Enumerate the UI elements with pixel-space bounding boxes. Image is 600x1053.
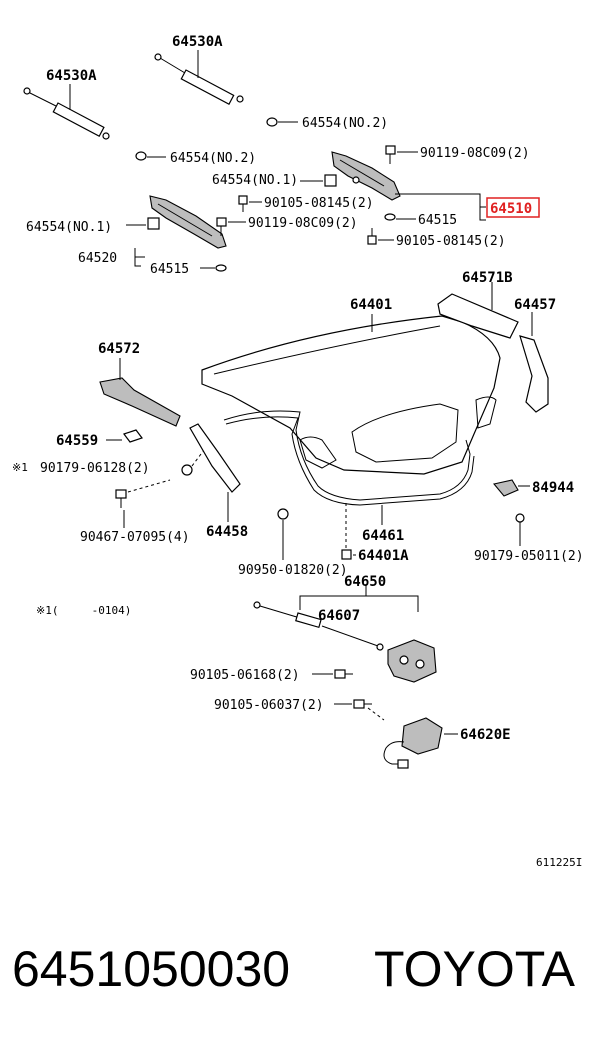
label-64650: 64650: [344, 574, 386, 590]
hinge-right[interactable]: [331, 151, 401, 201]
switch-84944[interactable]: [492, 479, 519, 497]
footer: 6451050030 TOYOTA: [0, 930, 600, 1020]
part-number: 6451050030: [12, 941, 291, 997]
drawing-id: 611225I: [536, 856, 582, 869]
release-cable-64607[interactable]: [253, 601, 384, 651]
note-mark-1: ※1: [12, 461, 28, 474]
brand-name: TOYOTA: [374, 941, 575, 997]
bumper-stop-no2-b[interactable]: [135, 151, 147, 161]
label-90119-b: 90119-08C09(2): [248, 216, 358, 231]
trim-64571B[interactable]: [437, 293, 519, 339]
label-84944: 84944: [532, 480, 574, 496]
trunk-lid[interactable]: [201, 315, 501, 475]
nut-90179-06128[interactable]: [181, 464, 193, 476]
bolt-90119-left[interactable]: [216, 217, 227, 236]
gas-strut-top[interactable]: [154, 53, 244, 105]
nut-64515-left[interactable]: [215, 264, 227, 272]
label-64554-no1-b: 64554(NO.1): [26, 220, 112, 235]
label-64510[interactable]: 64510: [490, 201, 532, 217]
label-64572: 64572: [98, 341, 140, 357]
label-90179-05011: 90179-05011(2): [474, 549, 584, 564]
label-64607: 64607: [318, 608, 360, 624]
trim-64458[interactable]: [189, 423, 241, 493]
bumper-stop-no1-a[interactable]: [324, 174, 337, 187]
trim-64457[interactable]: [519, 335, 549, 413]
label-90179-06128: 90179-06128(2): [40, 461, 150, 476]
clip-90950[interactable]: [277, 508, 289, 520]
label-64554-no2-b: 64554(NO.2): [170, 151, 256, 166]
label-64530A-top: 64530A: [172, 34, 223, 50]
label-90119-a: 90119-08C09(2): [420, 146, 530, 161]
clip-90467[interactable]: [115, 489, 127, 508]
note-validity: ※1( -0104): [36, 604, 131, 617]
label-64401A: 64401A: [358, 548, 409, 564]
cushion-64401A[interactable]: [341, 549, 352, 560]
label-64554-no1-a: 64554(NO.1): [212, 173, 298, 188]
bumper-stop-no2-a[interactable]: [266, 117, 278, 127]
bumper-stop-no1-b[interactable]: [147, 217, 160, 230]
nut-90179-05011[interactable]: [515, 513, 525, 523]
label-64458: 64458: [206, 524, 248, 540]
nut-64515-right[interactable]: [384, 213, 396, 221]
label-64461: 64461: [362, 528, 404, 544]
bolt-90105-06168[interactable]: [334, 669, 353, 679]
gas-strut-left[interactable]: [23, 87, 110, 140]
label-64554-no2-a: 64554(NO.2): [302, 116, 388, 131]
label-90105-06037: 90105-06037(2): [214, 698, 324, 713]
bolt-90105-left[interactable]: [238, 195, 248, 212]
parts-diagram: 64530A 64530A 64554(NO.2) 64554(NO.2) 64…: [12, 34, 584, 869]
label-64571B: 64571B: [462, 270, 513, 286]
label-64530A-left: 64530A: [46, 68, 97, 84]
label-64401: 64401: [350, 297, 392, 313]
clip-64559[interactable]: [123, 429, 143, 443]
label-64515-a: 64515: [418, 213, 457, 228]
label-90105-08145-b: 90105-08145(2): [396, 234, 506, 249]
label-64559: 64559: [56, 433, 98, 449]
bolt-90105-06037[interactable]: [353, 699, 372, 709]
label-90105-06168: 90105-06168(2): [190, 668, 300, 683]
lock-assembly[interactable]: [387, 639, 437, 683]
weatherstrip-64461[interactable]: [223, 410, 471, 501]
hinge-left[interactable]: [149, 195, 227, 249]
actuator-64620E[interactable]: [383, 717, 443, 769]
highlight-box-64510: [486, 197, 540, 218]
label-64515-b: 64515: [150, 262, 189, 277]
bolt-90119-right[interactable]: [385, 145, 396, 164]
trim-64572[interactable]: [99, 377, 181, 427]
label-64620E: 64620E: [460, 727, 511, 743]
label-64457: 64457: [514, 297, 556, 313]
label-90467: 90467-07095(4): [80, 530, 190, 545]
label-90105-08145-a: 90105-08145(2): [264, 196, 374, 211]
label-90950: 90950-01820(2): [238, 563, 348, 578]
bolt-90105-right[interactable]: [367, 228, 377, 245]
label-64520: 64520: [78, 251, 117, 266]
